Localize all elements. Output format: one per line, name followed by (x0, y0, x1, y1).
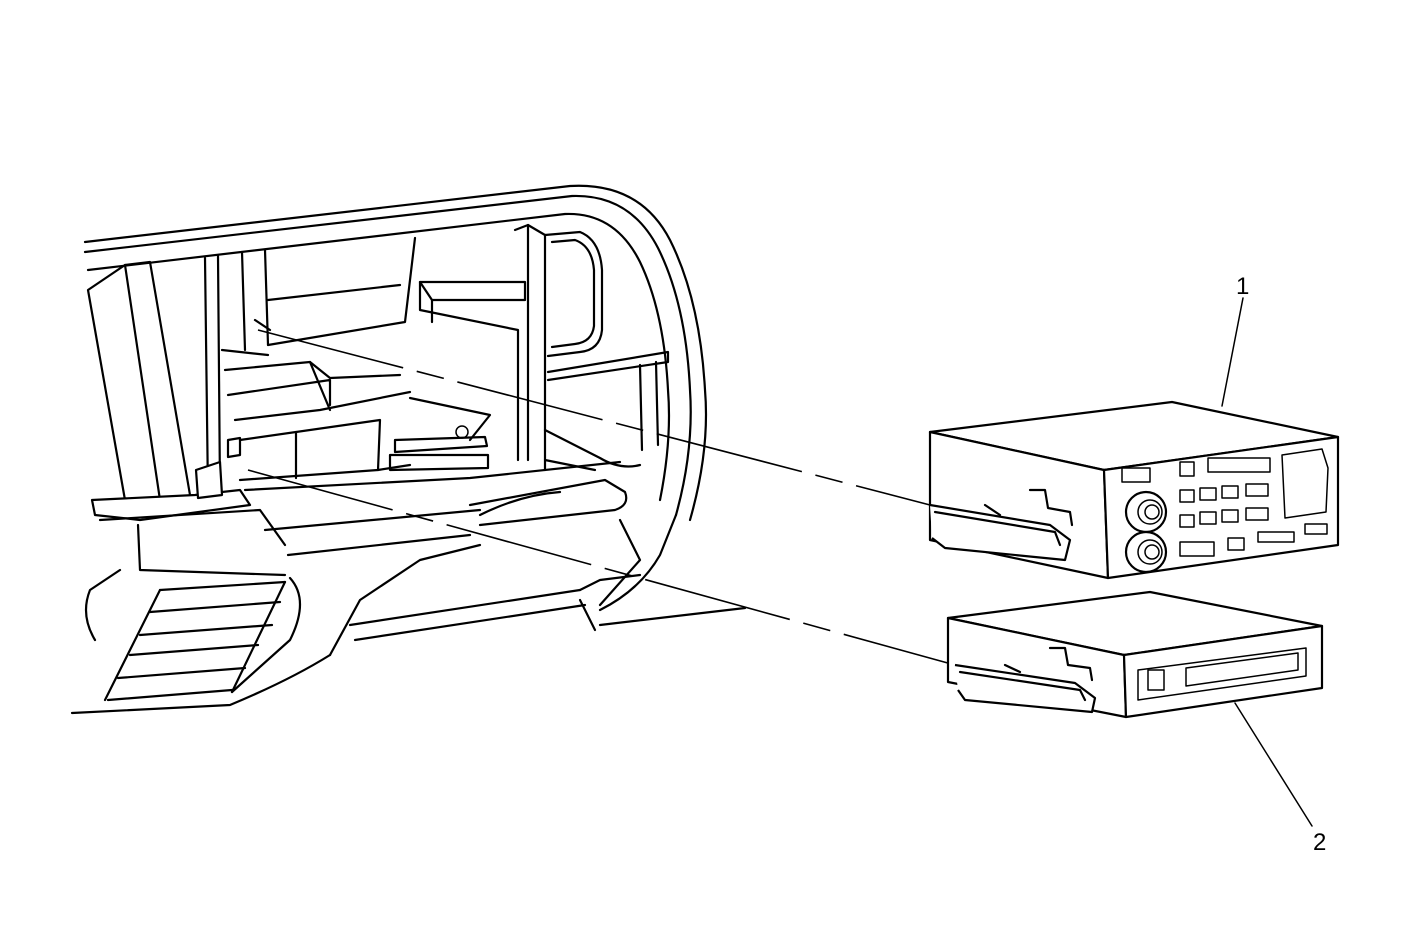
callout-1-label: 1 (1236, 273, 1249, 300)
instrument-panel (70, 184, 747, 715)
callout-2-label: 2 (1313, 829, 1326, 856)
alignment-lines (247, 329, 956, 666)
callout-leaders (1221, 297, 1313, 827)
cd-unit (946, 590, 1324, 719)
radio-unit (928, 400, 1340, 580)
